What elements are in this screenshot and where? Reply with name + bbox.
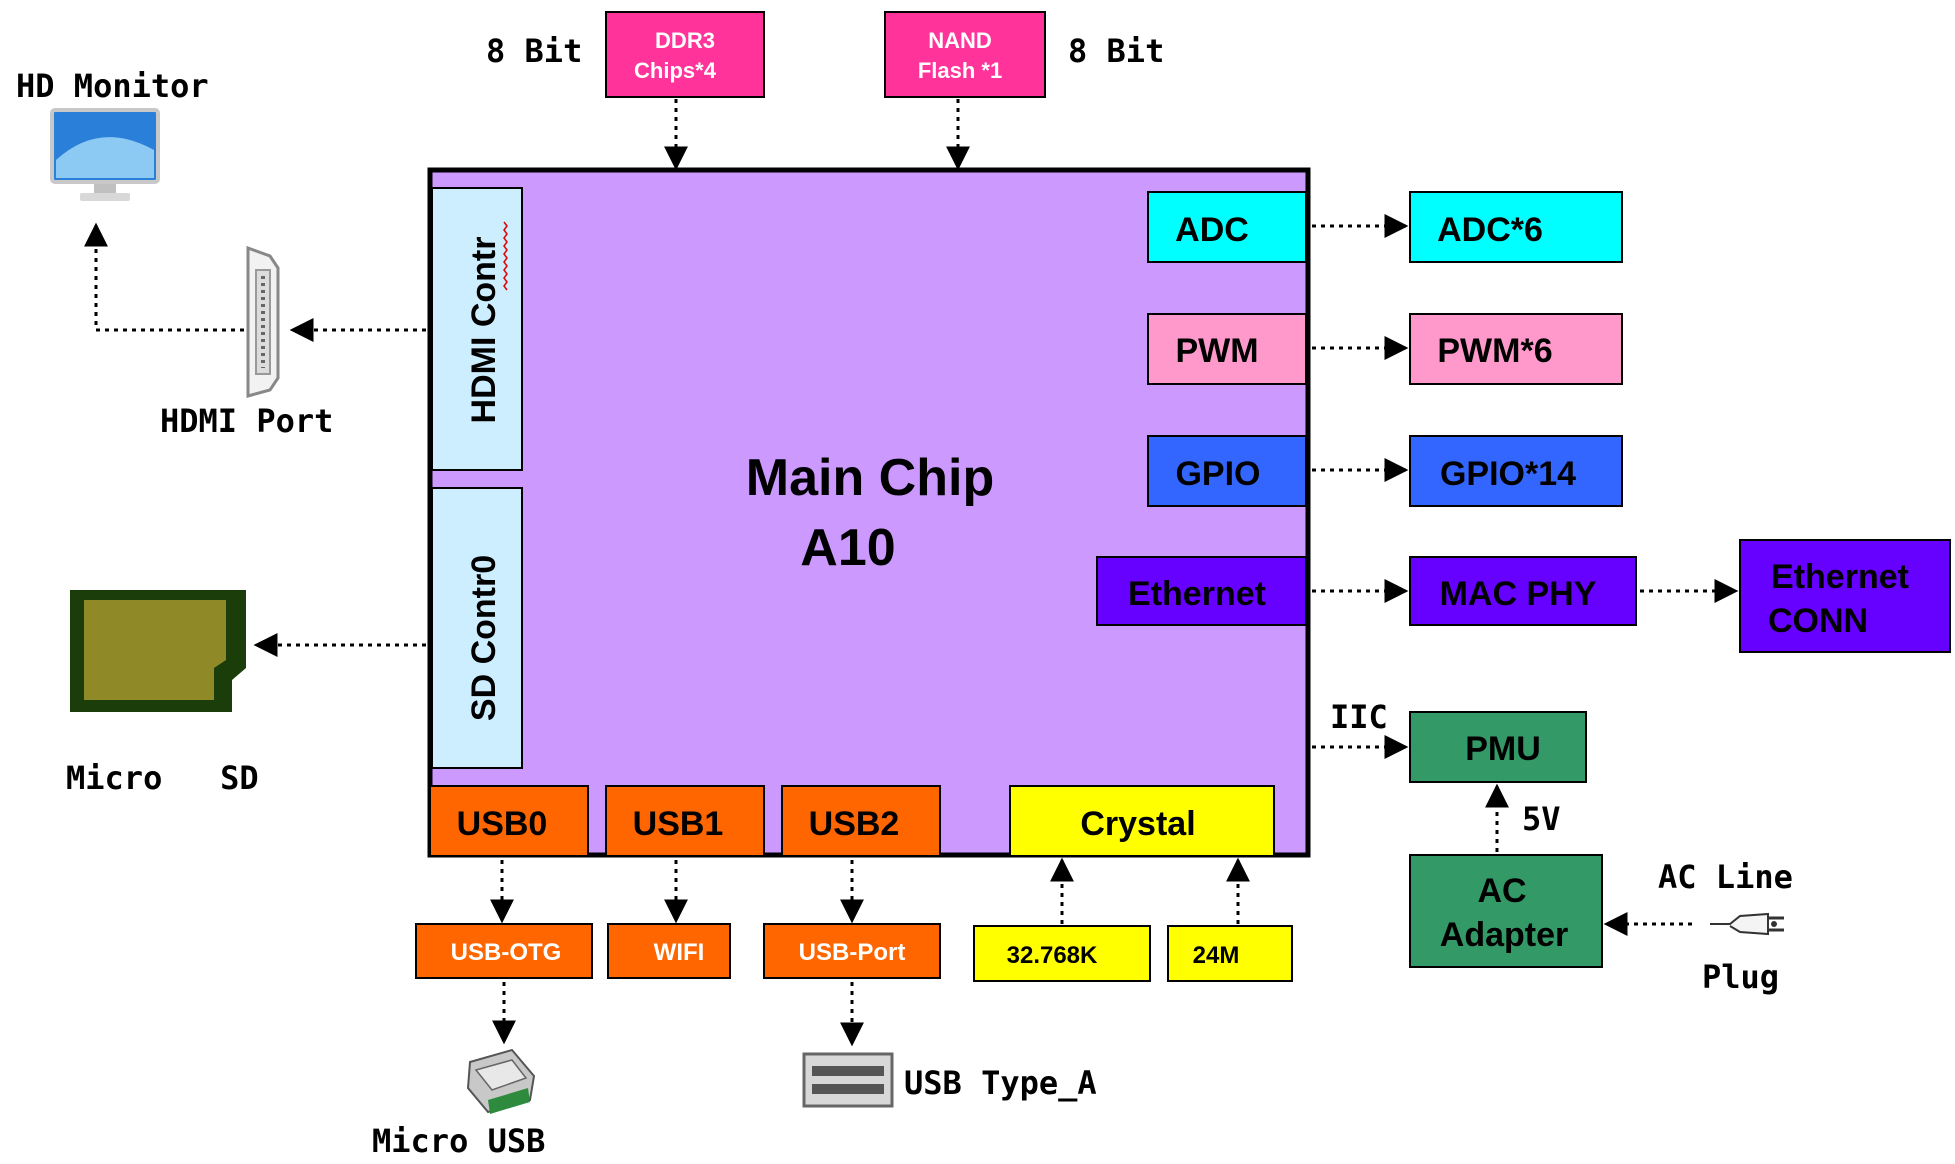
- pwm-block: [1147, 313, 1307, 385]
- pwm-block-label: PWM: [1175, 332, 1258, 370]
- adc-block-label: ADC: [1175, 211, 1249, 249]
- hdmi-port-icon: [246, 245, 280, 398]
- micro-sd-label: Micro SD: [66, 759, 259, 797]
- 5v-label: 5V: [1522, 800, 1561, 838]
- sd-controller-label: SD Contr0: [465, 555, 503, 721]
- usb1-block: [605, 785, 765, 857]
- ethernet-block: [1096, 556, 1307, 626]
- pwm-out-label: PWM*6: [1437, 332, 1552, 370]
- nand-label-2: Flash *1: [918, 58, 1002, 83]
- nand-width-label: 8 Bit: [1068, 32, 1164, 70]
- adc-out-label: ADC*6: [1437, 211, 1543, 249]
- iic-label: IIC: [1330, 698, 1388, 736]
- ddr3-box: [605, 11, 765, 98]
- hdmi-controller-label: HDMI Contr: [465, 237, 503, 424]
- usb-type-a-label: USB Type_A: [904, 1064, 1097, 1102]
- usb0-block: [429, 785, 589, 857]
- ethernet-conn-label-1: Ethernet: [1771, 558, 1909, 596]
- plug-label: Plug: [1702, 958, 1779, 996]
- nand-label-1: NAND: [928, 28, 992, 53]
- micro-sd-icon: [70, 590, 246, 712]
- usb2-label: USB2: [809, 805, 900, 843]
- usb0-label: USB0: [457, 805, 548, 843]
- ddr3-label-1: DDR3: [655, 28, 715, 53]
- nand-box: [884, 11, 1046, 98]
- gpio-block-label: GPIO: [1175, 455, 1260, 493]
- micro-usb-icon: [466, 1048, 536, 1114]
- crystal-32k-label: 32.768K: [1007, 942, 1098, 969]
- pmu-block: [1409, 711, 1587, 783]
- ac-adapter-label-1: AC: [1477, 872, 1526, 910]
- adc-out-block: [1409, 191, 1623, 263]
- usb2-block: [781, 785, 941, 857]
- hdmi-underline: [503, 221, 508, 291]
- ac-adapter-label-2: Adapter: [1440, 916, 1568, 954]
- monitor-icon: [50, 108, 160, 201]
- hdmi-port-label: HDMI Port: [160, 402, 333, 440]
- pwm-out-block: [1409, 313, 1623, 385]
- crystal-label: Crystal: [1080, 805, 1195, 843]
- ddr3-width-label: 8 Bit: [486, 32, 582, 70]
- ethernet-conn-block: [1739, 539, 1951, 653]
- plug-icon: [1710, 912, 1784, 936]
- port-to-monitor-arrow: [84, 222, 244, 332]
- usb-port-block: [763, 923, 941, 979]
- ac-adapter-block: [1409, 854, 1603, 968]
- ethernet-block-label: Ethernet: [1128, 575, 1266, 613]
- mac-phy-block: [1409, 556, 1637, 626]
- ac-line-label: AC Line: [1658, 858, 1793, 896]
- usb1-label: USB1: [633, 805, 724, 843]
- crystal-32k-block: [973, 925, 1151, 982]
- usb-port-label: USB-Port: [799, 939, 906, 966]
- crystal-24m-label: 24M: [1193, 942, 1240, 969]
- crystal-24m-block: [1167, 925, 1293, 982]
- main-chip-box: [427, 167, 1311, 858]
- gpio-block: [1147, 435, 1307, 507]
- monitor-label: HD Monitor: [16, 67, 209, 105]
- crystal-block: [1009, 785, 1275, 857]
- ethernet-conn-label-2: CONN: [1768, 602, 1868, 640]
- usb-type-a-icon: [802, 1052, 894, 1108]
- wifi-label: WIFI: [654, 939, 705, 966]
- usb-otg-block: [415, 923, 593, 979]
- gpio-out-block: [1409, 435, 1623, 507]
- sd-controller-box: [431, 487, 523, 769]
- mac-phy-label: MAC PHY: [1440, 575, 1597, 613]
- main-chip-title: Main Chip: [746, 449, 994, 507]
- pmu-label: PMU: [1465, 730, 1541, 768]
- ddr3-label-2: Chips*4: [634, 58, 717, 83]
- main-chip-model: A10: [800, 519, 895, 577]
- micro-usb-label: Micro USB: [372, 1122, 545, 1159]
- usb-otg-label: USB-OTG: [451, 939, 562, 966]
- wifi-block: [607, 923, 731, 979]
- gpio-out-label: GPIO*14: [1440, 455, 1576, 493]
- adc-block: [1147, 191, 1307, 263]
